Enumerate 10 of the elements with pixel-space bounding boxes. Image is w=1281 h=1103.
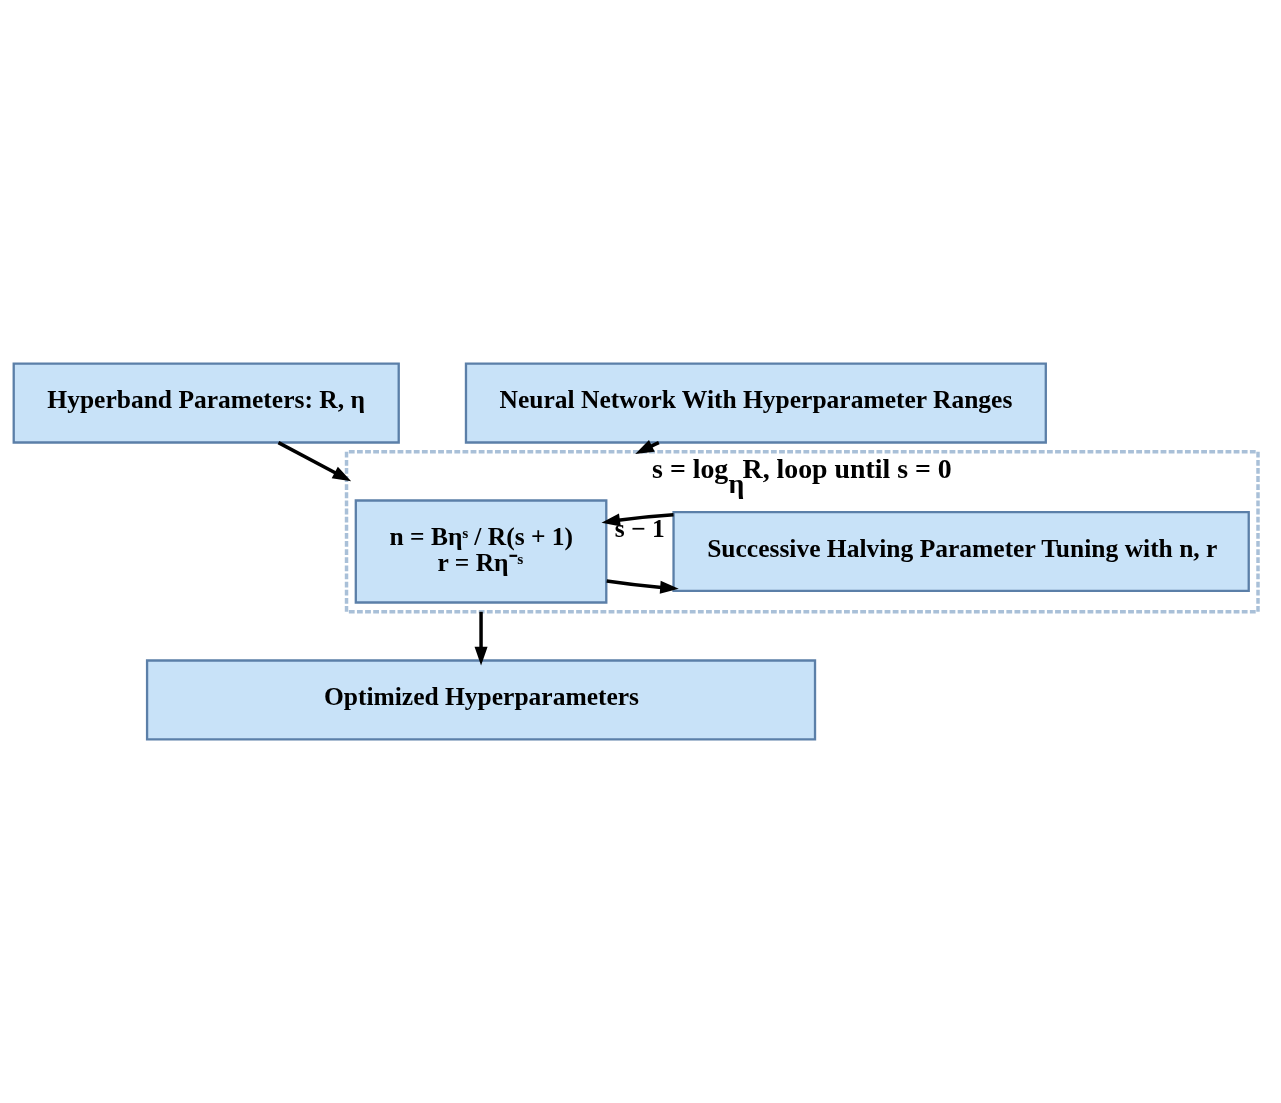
node-box: Neural Network With Hyperparameter Ranges	[464, 362, 1047, 444]
arrow	[474, 611, 488, 666]
edge-label: s − 1	[614, 513, 665, 543]
arrow	[601, 513, 674, 527]
arrow	[277, 441, 352, 482]
node-box: Hyperband Parameters: R, η	[12, 362, 400, 444]
node-box: Successive Halving Parameter Tuning with n, r	[672, 510, 1250, 593]
node-box: Optimized Hyperparameters	[145, 659, 817, 741]
arrow	[606, 579, 679, 594]
node-box: n = Bηˢ / R(s + 1) r = Rη⁻ˢ	[354, 499, 608, 604]
